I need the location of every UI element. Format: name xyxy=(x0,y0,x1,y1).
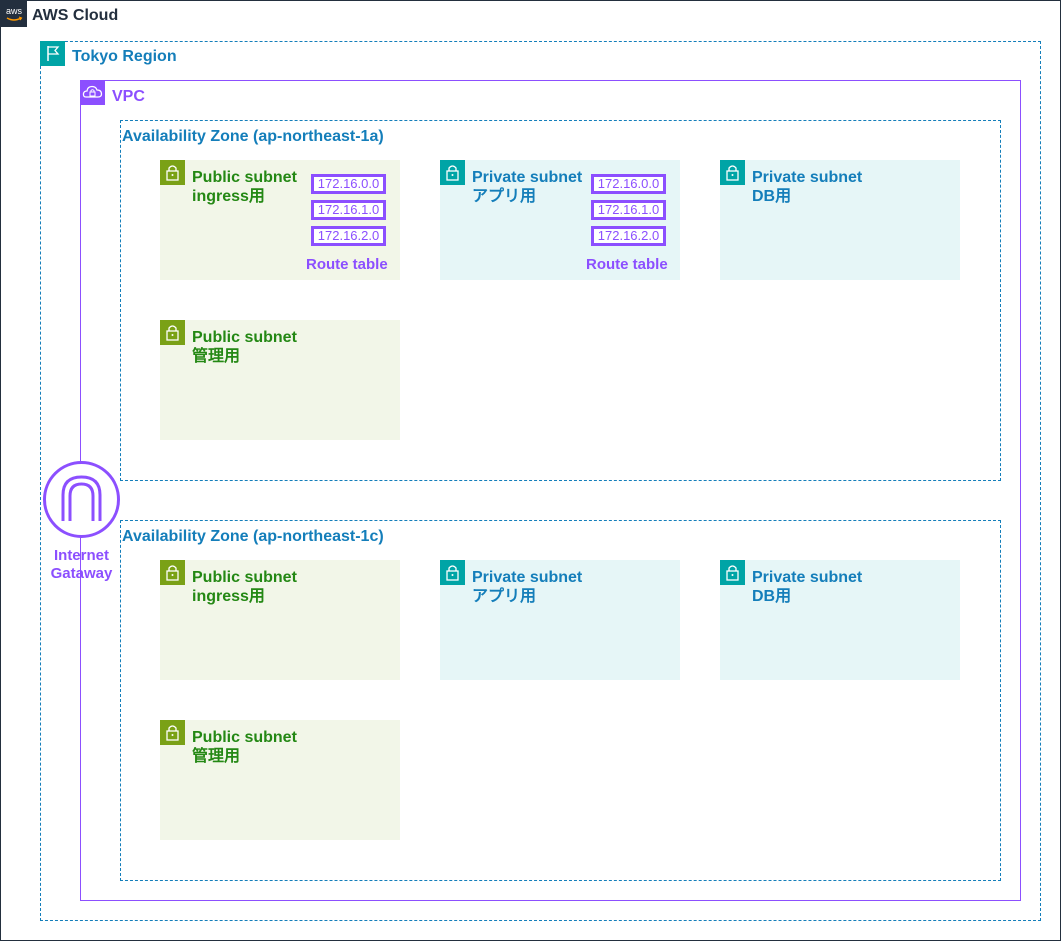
lock-icon xyxy=(160,560,185,585)
public-subnet-admin-1c xyxy=(160,720,400,840)
private-subnet-app-1c xyxy=(440,560,680,680)
lock-icon xyxy=(720,160,745,185)
route-table-label: Route table xyxy=(586,256,668,273)
route-table-entry: 172.16.0.0 xyxy=(591,174,666,194)
internet-gateway-label: Internet Gataway xyxy=(50,547,113,582)
aws-logo-icon: aws xyxy=(1,1,27,27)
lock-icon xyxy=(160,320,185,345)
lock-icon xyxy=(440,560,465,585)
route-table-entry: 172.16.2.0 xyxy=(311,226,386,246)
az-1c-label: Availability Zone (ap-northeast-1c) xyxy=(122,528,384,545)
route-table-entry: 172.16.2.0 xyxy=(591,226,666,246)
lock-icon xyxy=(720,560,745,585)
route-table-label: Route table xyxy=(306,256,388,273)
route-table-entry: 172.16.1.0 xyxy=(311,200,386,220)
private-subnet-db-1a xyxy=(720,160,960,280)
vpc-cloud-icon xyxy=(80,80,105,105)
aws-cloud-label: AWS Cloud xyxy=(32,7,119,24)
route-table-entry: 172.16.0.0 xyxy=(311,174,386,194)
tokyo-region-group xyxy=(40,41,1041,921)
availability-zone-1c xyxy=(120,520,1001,881)
az-1a-label: Availability Zone (ap-northeast-1a) xyxy=(122,128,384,145)
lock-icon xyxy=(160,160,185,185)
lock-icon xyxy=(160,720,185,745)
availability-zone-1a xyxy=(120,120,1001,481)
svg-text:aws: aws xyxy=(6,6,23,16)
public-subnet-ingress-1c xyxy=(160,560,400,680)
lock-icon xyxy=(440,160,465,185)
route-table-entry: 172.16.1.0 xyxy=(591,200,666,220)
vpc-label: VPC xyxy=(112,88,145,105)
region-label: Tokyo Region xyxy=(72,48,177,65)
internet-gateway-icon xyxy=(41,459,122,540)
flag-icon xyxy=(40,41,65,66)
public-subnet-admin-1a xyxy=(160,320,400,440)
private-subnet-db-1c xyxy=(720,560,960,680)
